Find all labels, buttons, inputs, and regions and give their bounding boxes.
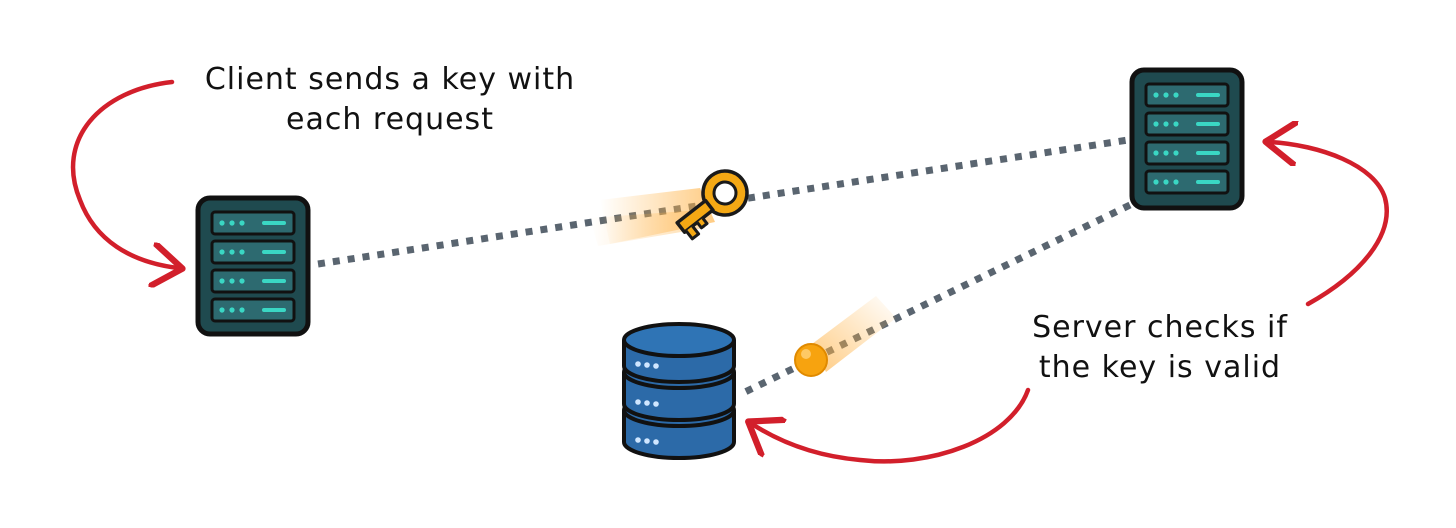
key-motion-trail [590,188,715,246]
backend-server-icon [1129,67,1245,211]
rack-unit [210,239,296,265]
server-note: Server checks if the key is valid [1000,308,1320,388]
server-note-line-2: the key is valid [1038,350,1282,385]
server-check-arrow [1270,142,1389,307]
client-server-icon [195,195,311,337]
rack-unit [1144,169,1230,195]
rack-unit [210,268,296,294]
rack-unit [1144,82,1230,108]
server-database-connector [743,201,1132,396]
token-motion-trail [812,296,896,372]
database-icon [622,322,736,460]
key-icon [675,169,749,241]
client-note: Client sends a key with each request [180,60,600,140]
rack-unit [210,297,296,323]
server-note-line-1: Server checks if [1032,310,1288,345]
client-note-arrow [70,79,178,268]
token-ball-icon [794,343,828,377]
database-check-arrow [752,387,1031,464]
client-note-line-1: Client sends a key with [204,62,576,97]
rack-unit [210,210,296,236]
rack-unit [1144,111,1230,137]
client-note-line-2: each request [286,102,494,137]
rack-unit [1144,140,1230,166]
